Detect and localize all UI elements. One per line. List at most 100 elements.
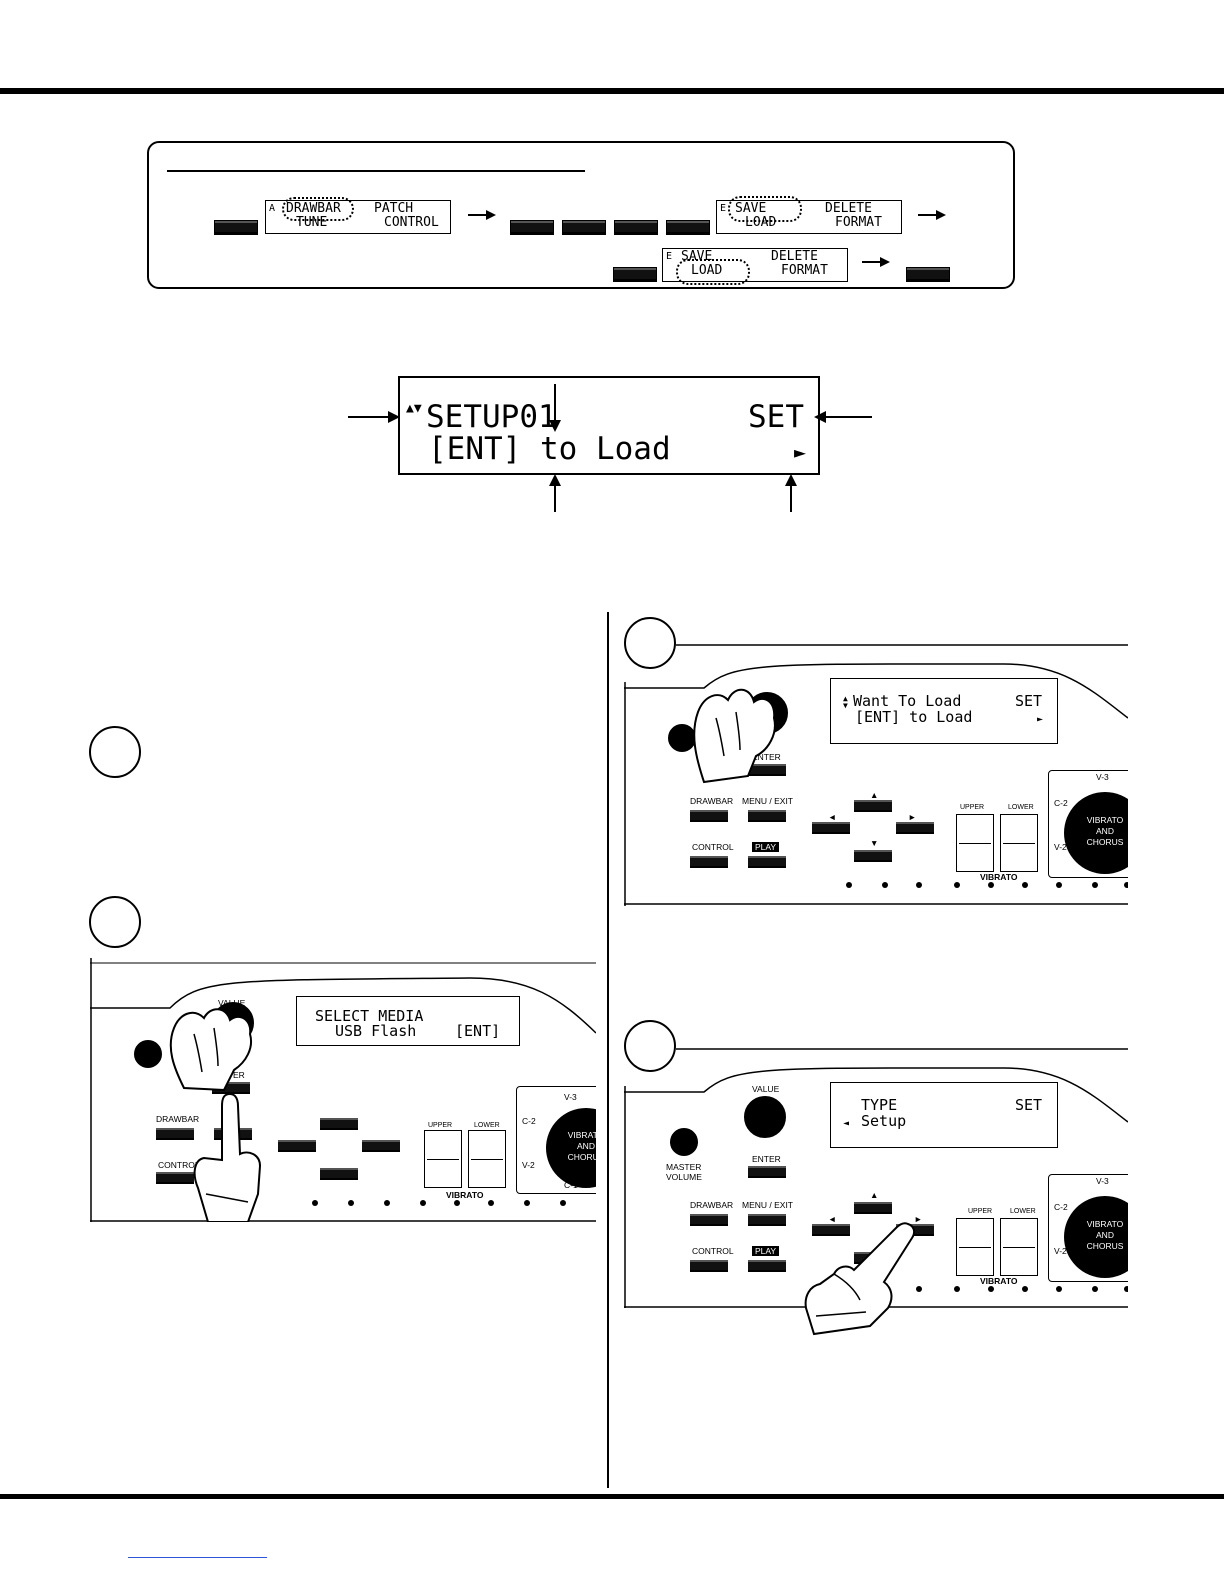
- lcd-item-delete: DELETE: [825, 201, 872, 216]
- master-label: MASTER: [666, 1162, 702, 1172]
- vibrato-lower-button[interactable]: [1000, 814, 1038, 872]
- footer-link-underline[interactable]: [128, 1557, 267, 1558]
- right-button[interactable]: [896, 1224, 934, 1234]
- top-rule: [0, 88, 1224, 94]
- panel-outline: [624, 644, 1128, 906]
- up-button[interactable]: [854, 800, 892, 810]
- vibrato-lower-button[interactable]: [1000, 1218, 1038, 1276]
- enter-to-load: [ENT] to Load: [428, 431, 671, 467]
- value-label: VALUE: [752, 1084, 780, 1094]
- down-button[interactable]: [320, 1168, 358, 1178]
- vc-label-1: VIBRATO: [1086, 1219, 1124, 1229]
- flow-button-6: [613, 267, 657, 280]
- indicator-dot: [954, 882, 960, 888]
- vibrato-lower-button[interactable]: [468, 1130, 506, 1188]
- value-label: VALUE: [218, 998, 246, 1008]
- up-down-icon: ▲▼: [843, 694, 848, 710]
- right-arrow-label: ►: [914, 1214, 923, 1224]
- control-button[interactable]: [156, 1172, 194, 1182]
- lcd-row1-right: SET: [1015, 1096, 1043, 1114]
- right-button[interactable]: [362, 1140, 400, 1150]
- arrow-right-icon: [862, 257, 890, 267]
- indicator-dot: [1022, 882, 1028, 888]
- indicator-dot: [916, 1286, 922, 1292]
- lcd-row2-left: Setup: [861, 1112, 907, 1130]
- menu-exit-label: MENU / EXIT: [742, 1200, 794, 1210]
- vibrato-chorus-knob[interactable]: VIBRATO AND CHORUS: [1064, 792, 1128, 874]
- c1-label: C-1: [564, 1180, 578, 1190]
- indicator-dot: [916, 882, 922, 888]
- up-button[interactable]: [320, 1118, 358, 1128]
- v2-label: V-2: [1054, 842, 1067, 852]
- v3-label: V-3: [564, 1092, 577, 1102]
- indicator-dot: [1092, 882, 1098, 888]
- enter-button[interactable]: [748, 764, 786, 774]
- drawbar-button[interactable]: [690, 1214, 728, 1224]
- indicator-dot: [1124, 882, 1128, 888]
- play-button[interactable]: [748, 1260, 786, 1270]
- lcd-item-format: FORMAT: [835, 215, 882, 230]
- enter-label: ENTER: [752, 1154, 781, 1164]
- arrow-right-icon: [348, 411, 400, 423]
- lcd-row2-left: USB Flash: [335, 1022, 417, 1040]
- vc-label-1: VIBRATO: [567, 1130, 596, 1140]
- left-arrow-label: ◄: [828, 1214, 837, 1224]
- drawbar-button[interactable]: [156, 1128, 194, 1138]
- enter-button[interactable]: [212, 1082, 250, 1092]
- left-arrow-label: ◄: [828, 812, 837, 822]
- vc-label-2: AND: [1096, 1230, 1114, 1240]
- up-button[interactable]: [854, 1202, 892, 1212]
- bottom-rule: [0, 1494, 1224, 1499]
- down-arrow-label: ▼: [870, 838, 879, 848]
- pointing-hand-icon: [804, 1222, 916, 1336]
- indicator-dot: [1056, 882, 1062, 888]
- lcd-item-patch: PATCH: [374, 201, 414, 216]
- flow-button-3: [562, 220, 606, 233]
- indicator-dot: [488, 1200, 494, 1206]
- indicator-dot: [846, 882, 852, 888]
- organ-panel-select-media: SELECT MEDIA USB Flash [ENT] VALUE ENTER…: [90, 958, 596, 1222]
- vibrato-upper-button[interactable]: [956, 814, 994, 872]
- lcd-item-format: FORMAT: [781, 263, 828, 278]
- control-button[interactable]: [690, 856, 728, 866]
- left-button[interactable]: [812, 822, 850, 832]
- flow-button-7: [906, 267, 950, 280]
- c2-label: C-2: [522, 1116, 536, 1126]
- arrow-up-icon: [785, 474, 797, 512]
- drawbar-button[interactable]: [690, 810, 728, 820]
- enter-button[interactable]: [748, 1166, 786, 1176]
- master-volume-knob[interactable]: [134, 1040, 162, 1068]
- flow-button-2: [510, 220, 554, 233]
- menu-exit-button[interactable]: [748, 810, 786, 820]
- vibrato-upper-button[interactable]: [956, 1218, 994, 1276]
- control-button[interactable]: [690, 1260, 728, 1270]
- arrow-right-icon: [918, 210, 946, 220]
- right-button[interactable]: [896, 822, 934, 832]
- left-button[interactable]: [278, 1140, 316, 1150]
- procedure-flow-box: [147, 141, 1015, 289]
- highlight-save: [728, 196, 802, 222]
- c2-label: C-2: [1054, 1202, 1068, 1212]
- upper-label: UPPER: [968, 1208, 993, 1215]
- v3-label: V-3: [1096, 772, 1109, 782]
- menu-exit-button[interactable]: [748, 1214, 786, 1224]
- vc-label-3: CHORUS: [1086, 1241, 1124, 1251]
- down-button[interactable]: [854, 850, 892, 860]
- value-knob[interactable]: [744, 1096, 786, 1138]
- indicator-dot: [1056, 1286, 1062, 1292]
- vibrato-upper-button[interactable]: [424, 1130, 462, 1188]
- lcd-row1-right: SET: [1015, 692, 1043, 710]
- left-button[interactable]: [812, 1224, 850, 1234]
- lcd-letter: E: [720, 203, 727, 214]
- vibrato-chorus-knob[interactable]: VIBRATO AND CHORUS: [1064, 1196, 1128, 1278]
- lcd-letter: A: [269, 203, 276, 214]
- control-label: CONTROL: [158, 1160, 200, 1170]
- step-circle-4: [624, 1020, 676, 1072]
- flow-lcd-menu-e1: E SAVE DELETE LOAD FORMAT: [716, 200, 902, 234]
- v2-label: V-2: [1054, 1246, 1067, 1256]
- lcd-type-setup: TYPE SET ◄ Setup: [830, 1082, 1058, 1148]
- master-volume-knob[interactable]: [670, 1128, 698, 1156]
- lcd-item-load: LOAD: [745, 215, 777, 230]
- play-button[interactable]: [748, 856, 786, 866]
- up-down-icon: ▲▼: [406, 401, 422, 416]
